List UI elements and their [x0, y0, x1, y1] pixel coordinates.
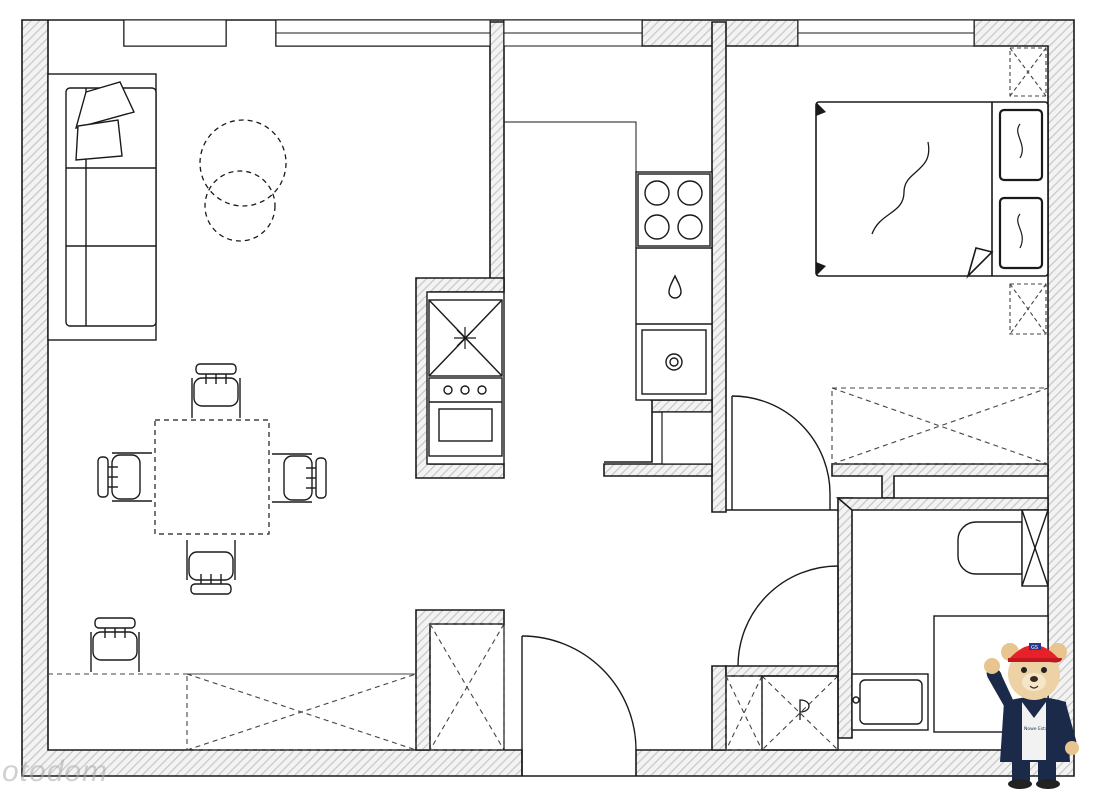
partition-wall-living	[489, 21, 505, 291]
closet-wall-2	[603, 463, 713, 477]
storage-closet	[429, 623, 505, 751]
bedroom-bottom-wall	[831, 463, 1049, 499]
toilet-icon	[957, 509, 1049, 587]
wc-wall	[711, 665, 727, 751]
kitchen-hall-outline	[504, 121, 637, 172]
utility-niche	[725, 675, 839, 751]
water-drop-icon	[668, 274, 682, 299]
windows	[123, 19, 975, 47]
kitchen-right-counter	[635, 171, 713, 401]
kitchen-left-counter	[426, 291, 505, 465]
bathroom-fixtures	[851, 509, 1049, 733]
oven-icon	[428, 377, 503, 457]
walls	[21, 19, 1075, 777]
storage-wall	[415, 609, 505, 751]
wardrobe-living	[48, 673, 417, 751]
mascot-shirt-text: Nowe Estates	[1024, 726, 1055, 732]
sink-icon	[641, 329, 707, 395]
teddy-bear-mascot: Nowe Estates GS	[984, 643, 1079, 789]
watermark-text: otodom	[2, 755, 109, 788]
door-swing-icon	[521, 395, 839, 776]
mascot-cap-text: GS	[1031, 645, 1038, 651]
closet-box	[661, 411, 713, 465]
bathroom-wall-top	[835, 497, 1049, 511]
stove-icon	[637, 173, 711, 247]
meter-icon	[799, 699, 810, 720]
washbasin-icon	[851, 673, 929, 731]
pillow-icon	[74, 81, 135, 161]
dining-table-icon	[154, 419, 270, 535]
sofa-icon	[47, 73, 157, 341]
partition-wall-bedroom	[711, 21, 727, 513]
bed-icon	[815, 101, 1049, 279]
pendant-lamp-outline	[199, 119, 287, 242]
wc-wall-top	[725, 665, 839, 677]
bathroom-wall-left	[837, 497, 853, 739]
window-living-1	[123, 19, 227, 47]
pillow-icon	[998, 108, 1044, 270]
nightstands	[1009, 47, 1047, 335]
blanket-fold-line	[871, 141, 930, 235]
wardrobe-bedroom	[831, 387, 1049, 465]
chair-icon	[90, 363, 327, 672]
